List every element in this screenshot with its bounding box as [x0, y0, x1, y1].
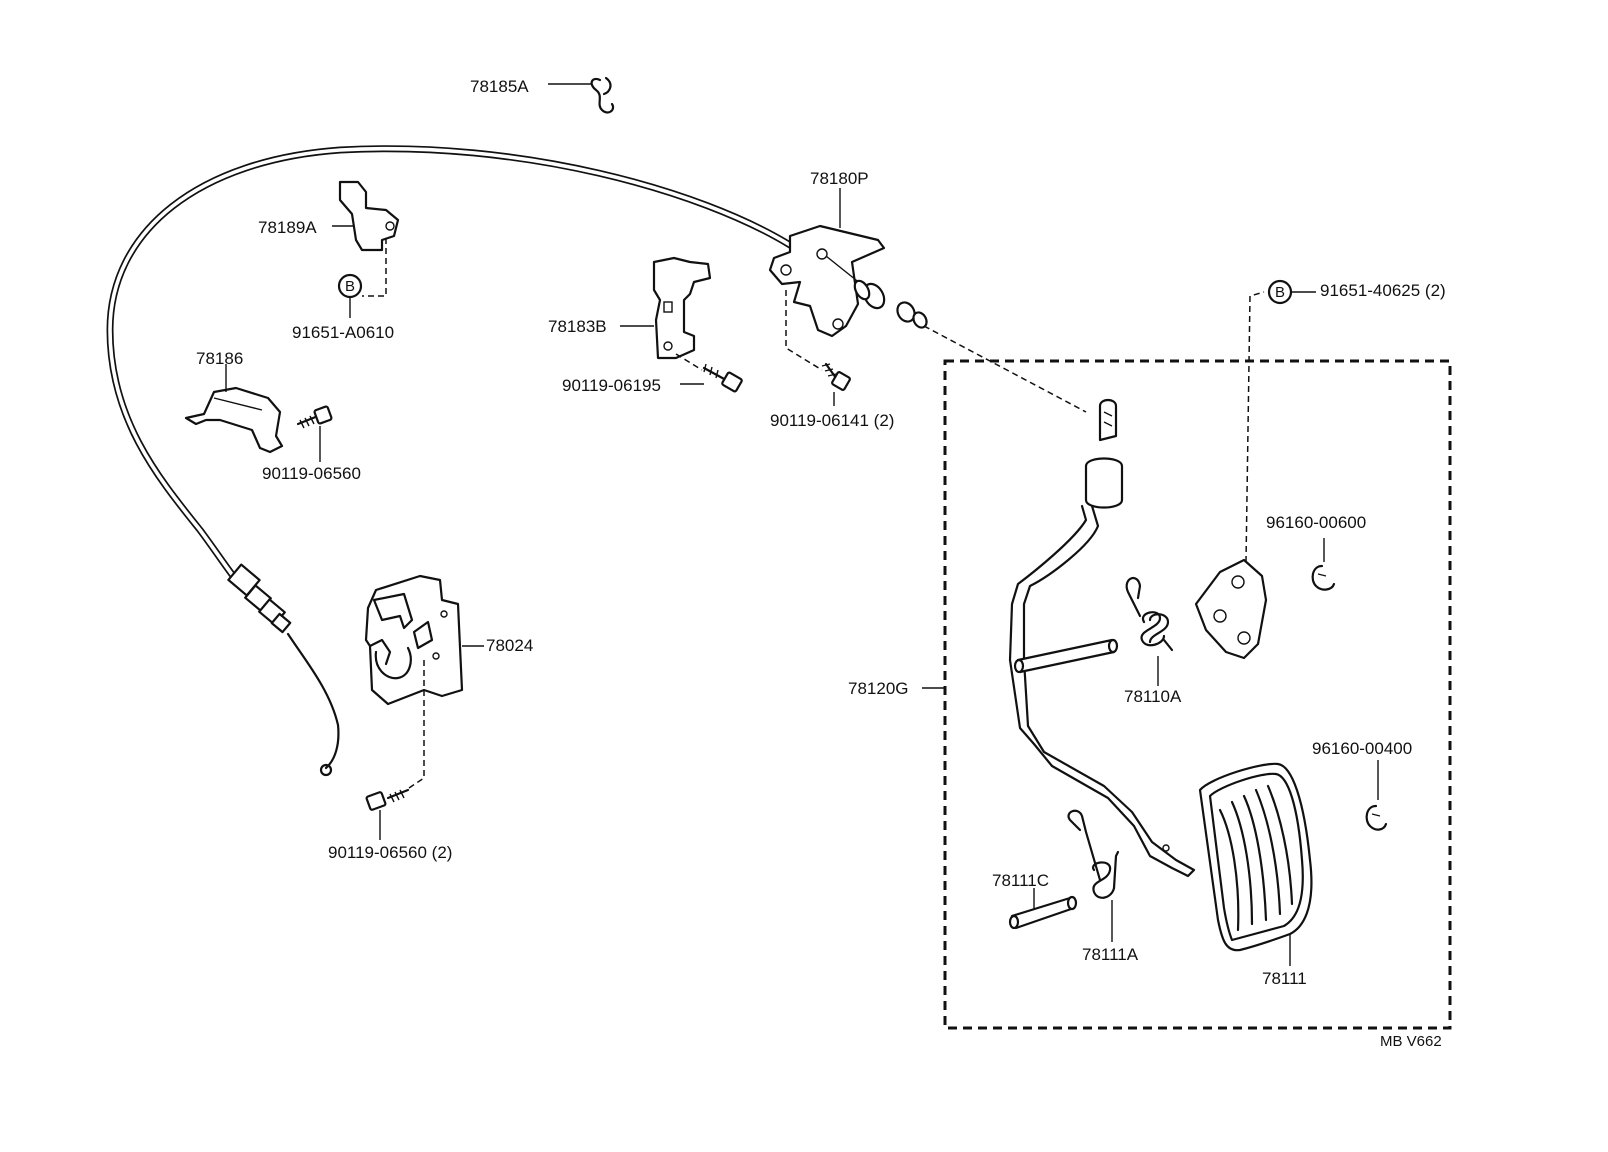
- bolt-90119-06560: [296, 405, 333, 462]
- pedal-stopper: [1194, 291, 1268, 660]
- label-78024: 78024: [486, 636, 533, 655]
- svg-text:B: B: [1275, 284, 1285, 301]
- label-78180P: 78180P: [810, 169, 869, 188]
- accelerator-cable: [106, 145, 794, 777]
- pedal-pad-78111: [1198, 762, 1313, 966]
- label-78111C: 78111C: [992, 871, 1049, 890]
- e-ring-96160-00600: [1311, 538, 1336, 591]
- label-96160-00600: 96160-00600: [1266, 513, 1366, 532]
- spring-78110A: [1125, 576, 1174, 686]
- pedal-assembly-box: [943, 359, 1452, 1030]
- spring-78111A: [1067, 809, 1120, 942]
- bracket-78189A: [332, 180, 400, 297]
- label-78183B: 78183B: [548, 317, 607, 336]
- bolt-marker-b-right: B: [1267, 279, 1316, 305]
- label-78185A: 78185A: [470, 77, 529, 96]
- diagram-code: MB V662: [1380, 1033, 1442, 1050]
- bracket-78024: [364, 574, 484, 791]
- bracket-78180P: [768, 188, 886, 371]
- pedal-shaft: [1013, 638, 1119, 674]
- bolt-90119-06195: [680, 363, 743, 393]
- label-90119-06195: 90119-06195: [562, 376, 661, 395]
- part-labels: 78185A 78180P 78189A 91651-A0610 78186 9…: [196, 77, 1446, 1050]
- label-78120G: 78120G: [848, 679, 909, 698]
- label-90119-06560: 90119-06560: [262, 464, 361, 483]
- label-90119-06141: 90119-06141 (2): [770, 411, 894, 430]
- label-78186: 78186: [196, 349, 243, 368]
- bolt-90119-06560-2: [365, 788, 410, 840]
- pedal-lever-78120G: [1008, 398, 1196, 878]
- pin-78111C: [1008, 888, 1078, 930]
- clip-78185A: [548, 76, 615, 114]
- bolt-marker-b-left: B: [337, 273, 363, 318]
- bolt-90119-06141: [821, 362, 851, 406]
- cable-grommet: [853, 279, 1087, 413]
- svg-text:B: B: [345, 278, 355, 295]
- label-78111: 78111: [1262, 969, 1307, 988]
- label-91651-A0610: 91651-A0610: [292, 323, 394, 342]
- label-78111A: 78111A: [1082, 945, 1139, 964]
- bracket-78186: [184, 364, 284, 454]
- bracket-78183B: [620, 256, 712, 371]
- label-78189A: 78189A: [258, 218, 317, 237]
- label-90119-06560-2: 90119-06560 (2): [328, 843, 452, 862]
- label-78110A: 78110A: [1124, 687, 1182, 706]
- e-ring-96160-00400: [1365, 760, 1388, 831]
- label-96160-00400: 96160-00400: [1312, 739, 1412, 758]
- label-91651-40625: 91651-40625 (2): [1320, 281, 1446, 300]
